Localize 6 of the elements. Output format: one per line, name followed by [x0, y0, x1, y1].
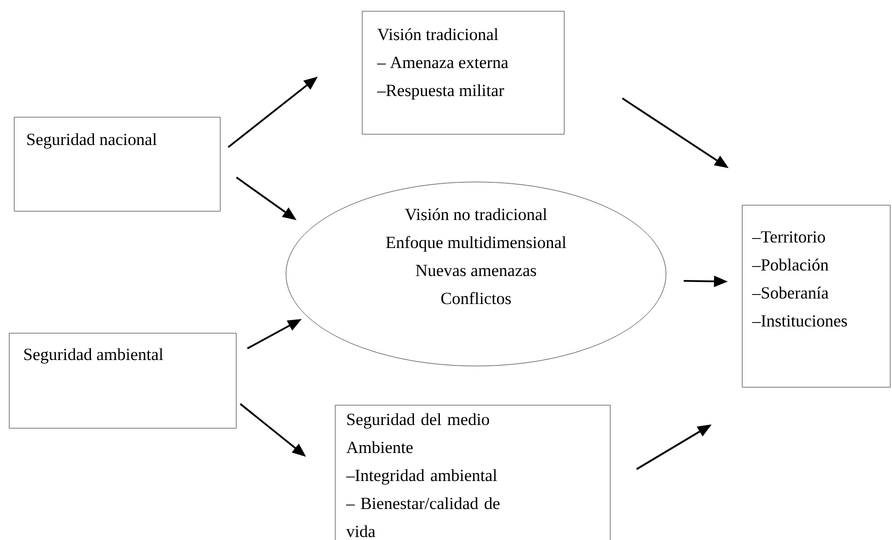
- text-box: Seguridad del medio Ambiente –Integridad ambiental – Bienestar/calidad de vida: [335, 405, 610, 540]
- text-box: Seguridad ambiental: [9, 333, 236, 428]
- ellipse-node: Visión no tradicional Enfoque multidimensional Nuevas amenazas Conflictos: [286, 182, 666, 366]
- text-box: Visión tradicional – Amenaza externa –Respuesta militar: [362, 11, 564, 134]
- text-box: Seguridad nacional: [14, 117, 220, 212]
- text-box: –Territorio –Población –Soberanía –Instituciones: [742, 205, 890, 388]
